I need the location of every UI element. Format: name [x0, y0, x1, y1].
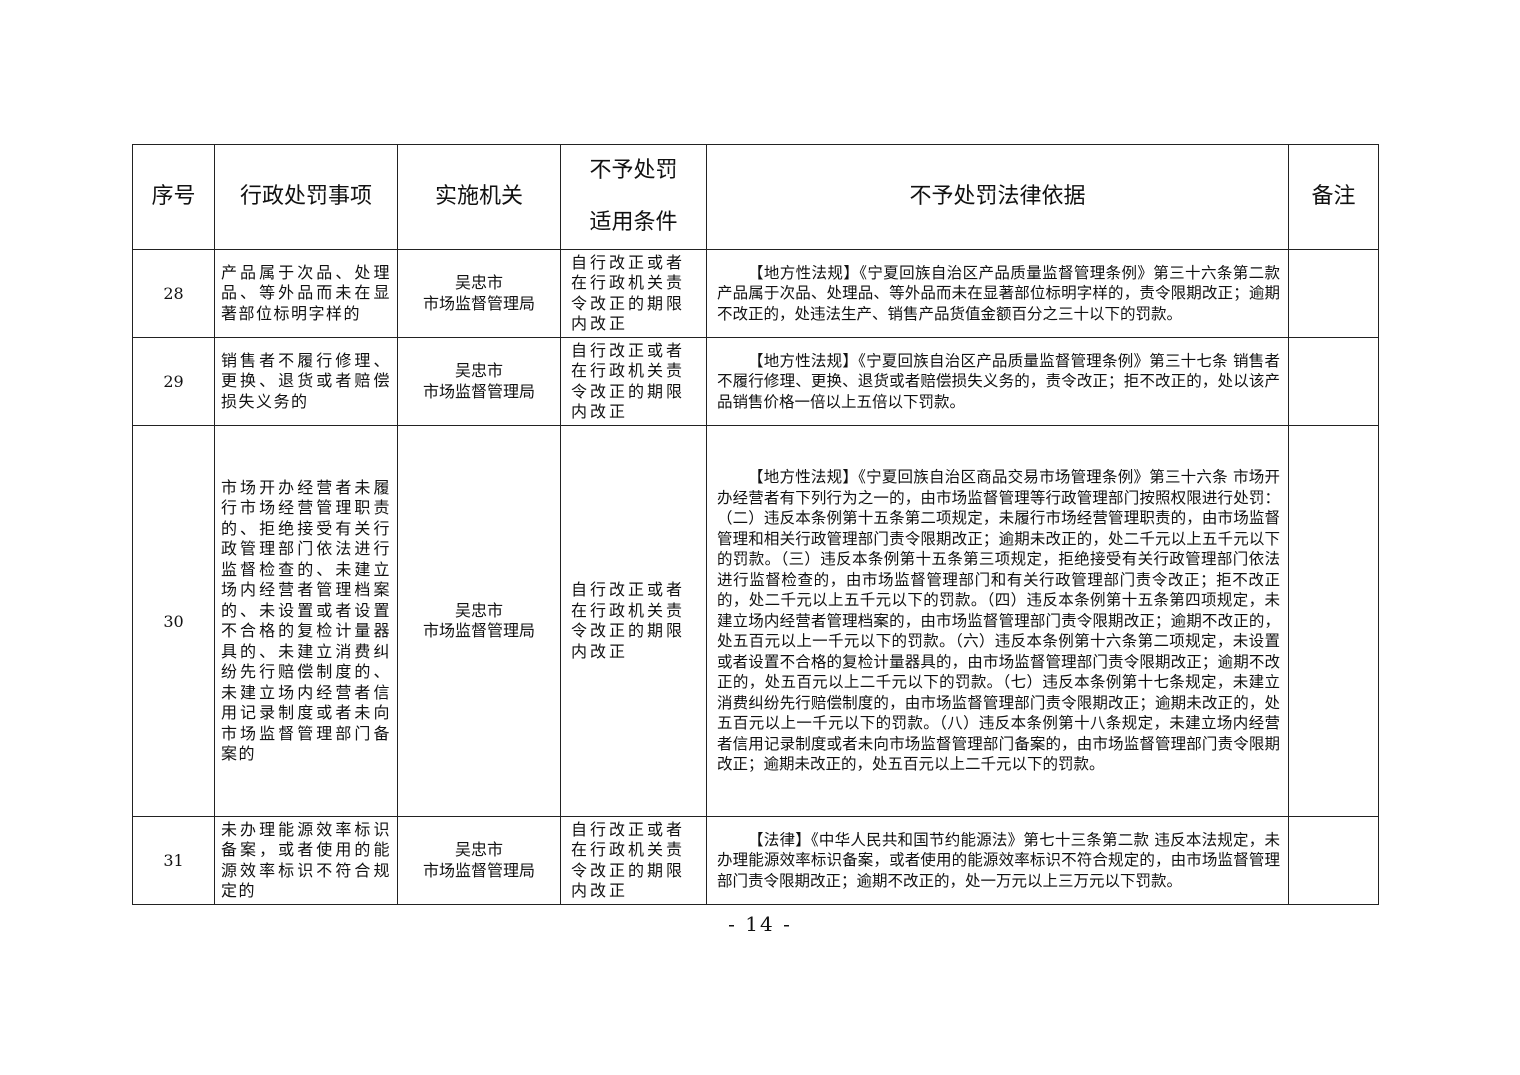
row-remarks — [1288, 816, 1379, 905]
penalty-table: 序号 行政处罚事项 实施机关 不予处罚 适用条件 不予处罚法律依据 备注 28 … — [132, 144, 1379, 905]
page-number: - 14 - — [728, 912, 792, 936]
row-remarks — [1288, 337, 1379, 426]
agency-city: 吴忠市 — [454, 273, 503, 292]
agency-bureau: 市场监督管理局 — [422, 621, 535, 640]
table-header-row: 序号 行政处罚事项 实施机关 不予处罚 适用条件 不予处罚法律依据 备注 — [132, 144, 1379, 250]
header-exemption-condition-line2: 适用条件 — [589, 210, 678, 235]
agency-city: 吴忠市 — [454, 600, 503, 620]
row-legal-basis: 【地方性法规】《宁夏回族自治区商品交易市场管理条例》第三十六条 市场开办经营者有… — [706, 425, 1289, 817]
row-remarks — [1288, 425, 1379, 817]
row-serial-number: 31 — [132, 816, 215, 905]
row-penalty-item: 未办理能源效率标识备案，或者使用的能源效率标识不符合规定的 — [214, 816, 398, 905]
row-implementing-agency: 吴忠市 市场监督管理局 — [397, 425, 561, 817]
row-serial-number: 28 — [132, 249, 215, 338]
row-penalty-item: 市场开办经营者未履行市场经营管理职责的、拒绝接受有关行政管理部门依法进行监督检查… — [214, 425, 398, 817]
table-row: 29 销售者不履行修理、更换、退货或者赔偿损失义务的 吴忠市 市场监督管理局 自… — [132, 337, 1379, 426]
row-legal-basis: 【地方性法规】《宁夏回族自治区产品质量监督管理条例》第三十七条 销售者不履行修理… — [706, 337, 1289, 426]
row-exemption-condition: 自行改正或者在行政机关责令改正的期限内改正 — [560, 337, 707, 426]
row-implementing-agency: 吴忠市 市场监督管理局 — [397, 337, 561, 426]
row-exemption-condition: 自行改正或者在行政机关责令改正的期限内改正 — [560, 425, 707, 817]
row-legal-basis: 【法律】《中华人民共和国节约能源法》第七十三条第二款 违反本法规定，未办理能源效… — [706, 816, 1289, 905]
agency-city: 吴忠市 — [454, 361, 503, 380]
header-remarks: 备注 — [1288, 144, 1379, 250]
row-serial-number: 29 — [132, 337, 215, 426]
header-penalty-item: 行政处罚事项 — [214, 144, 398, 250]
table-row: 30 市场开办经营者未履行市场经营管理职责的、拒绝接受有关行政管理部门依法进行监… — [132, 425, 1379, 817]
header-implementing-agency: 实施机关 — [397, 144, 561, 250]
header-legal-basis: 不予处罚法律依据 — [706, 144, 1289, 250]
row-implementing-agency: 吴忠市 市场监督管理局 — [397, 249, 561, 338]
header-serial-number: 序号 — [132, 144, 215, 250]
row-penalty-item: 销售者不履行修理、更换、退货或者赔偿损失义务的 — [214, 337, 398, 426]
row-remarks — [1288, 249, 1379, 338]
row-exemption-condition: 自行改正或者在行政机关责令改正的期限内改正 — [560, 816, 707, 905]
row-serial-number: 30 — [132, 425, 215, 817]
agency-bureau: 市场监督管理局 — [422, 860, 535, 880]
agency-bureau: 市场监督管理局 — [422, 293, 535, 313]
agency-bureau: 市场监督管理局 — [422, 381, 535, 401]
agency-city: 吴忠市 — [454, 840, 503, 859]
row-exemption-condition: 自行改正或者在行政机关责令改正的期限内改正 — [560, 249, 707, 338]
header-exemption-condition: 不予处罚 适用条件 — [560, 144, 707, 250]
header-exemption-condition-line1: 不予处罚 — [589, 158, 678, 183]
row-implementing-agency: 吴忠市 市场监督管理局 — [397, 816, 561, 905]
table-row: 31 未办理能源效率标识备案，或者使用的能源效率标识不符合规定的 吴忠市 市场监… — [132, 816, 1379, 905]
table-row: 28 产品属于次品、处理品、等外品而未在显著部位标明字样的 吴忠市 市场监督管理… — [132, 249, 1379, 338]
row-penalty-item: 产品属于次品、处理品、等外品而未在显著部位标明字样的 — [214, 249, 398, 338]
row-legal-basis: 【地方性法规】《宁夏回族自治区产品质量监督管理条例》第三十六条第二款 产品属于次… — [706, 249, 1289, 338]
